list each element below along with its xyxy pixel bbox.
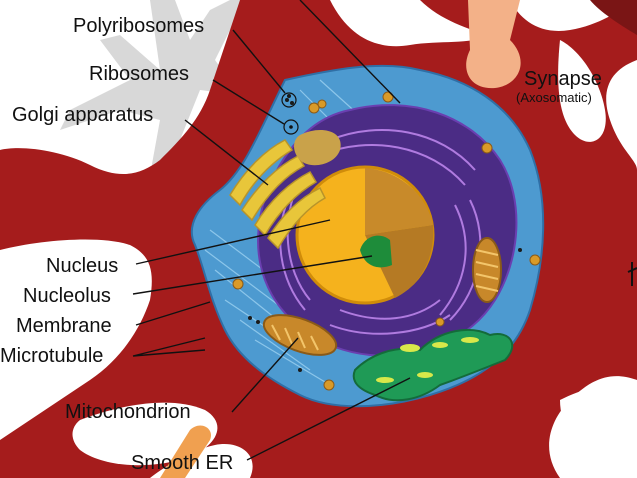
- leader-synapse: [299, 0, 401, 104]
- nucleolus: [360, 235, 392, 268]
- nucleus-cutaway: [365, 168, 433, 235]
- extracellular-gap-right: [558, 40, 606, 142]
- label-nucleolus: Nucleolus: [23, 285, 111, 307]
- leader-microtubule: [132, 337, 206, 357]
- ribosome-dot: [289, 125, 293, 129]
- grey-dendrite-background: [60, 0, 245, 190]
- extracellular-gap-bottom-right: [560, 383, 637, 478]
- leader-membrane: [135, 301, 211, 326]
- label-membrane: Membrane: [16, 315, 112, 337]
- leader-mitochondrion: [231, 337, 299, 413]
- polyribosome-ring: [281, 92, 297, 108]
- edge-mark: [627, 262, 637, 286]
- ribosome-ring: [283, 119, 299, 135]
- golgi-apparatus: [229, 139, 326, 250]
- label-smooth-er: Smooth ER: [131, 452, 233, 474]
- leader-smooth-er: [246, 377, 411, 461]
- label-nucleus: Nucleus: [46, 255, 118, 277]
- axon-fragment: [160, 425, 211, 478]
- mitochondrion-right: [472, 237, 502, 303]
- leader-ribosomes: [212, 79, 285, 125]
- label-microtubule: Microtubule: [0, 345, 103, 367]
- leader-polyribosomes: [232, 29, 286, 94]
- synapse-bouton: [466, 0, 521, 89]
- label-mitochondrion: Mitochondrion: [65, 401, 191, 423]
- dark-dendrite-top-right: [590, 0, 637, 35]
- label-synapse-sub: (Axosomatic): [516, 90, 592, 105]
- vesicles: [232, 91, 541, 391]
- extracellular-gap-top: [330, 0, 490, 47]
- label-synapse: Synapse: [524, 68, 602, 90]
- leader-golgi: [184, 119, 269, 186]
- mitochondrion-left: [262, 314, 338, 356]
- golgi-vesicle-blob: [294, 130, 341, 166]
- free-ribosomes: [248, 94, 522, 372]
- label-golgi-apparatus: Golgi apparatus: [12, 104, 153, 126]
- leader-nucleolus: [132, 255, 373, 295]
- label-polyribosomes: Polyribosomes: [73, 15, 204, 37]
- leader-nucleus: [135, 219, 331, 265]
- label-ribosomes: Ribosomes: [89, 63, 189, 85]
- leader-lines: [132, 0, 411, 461]
